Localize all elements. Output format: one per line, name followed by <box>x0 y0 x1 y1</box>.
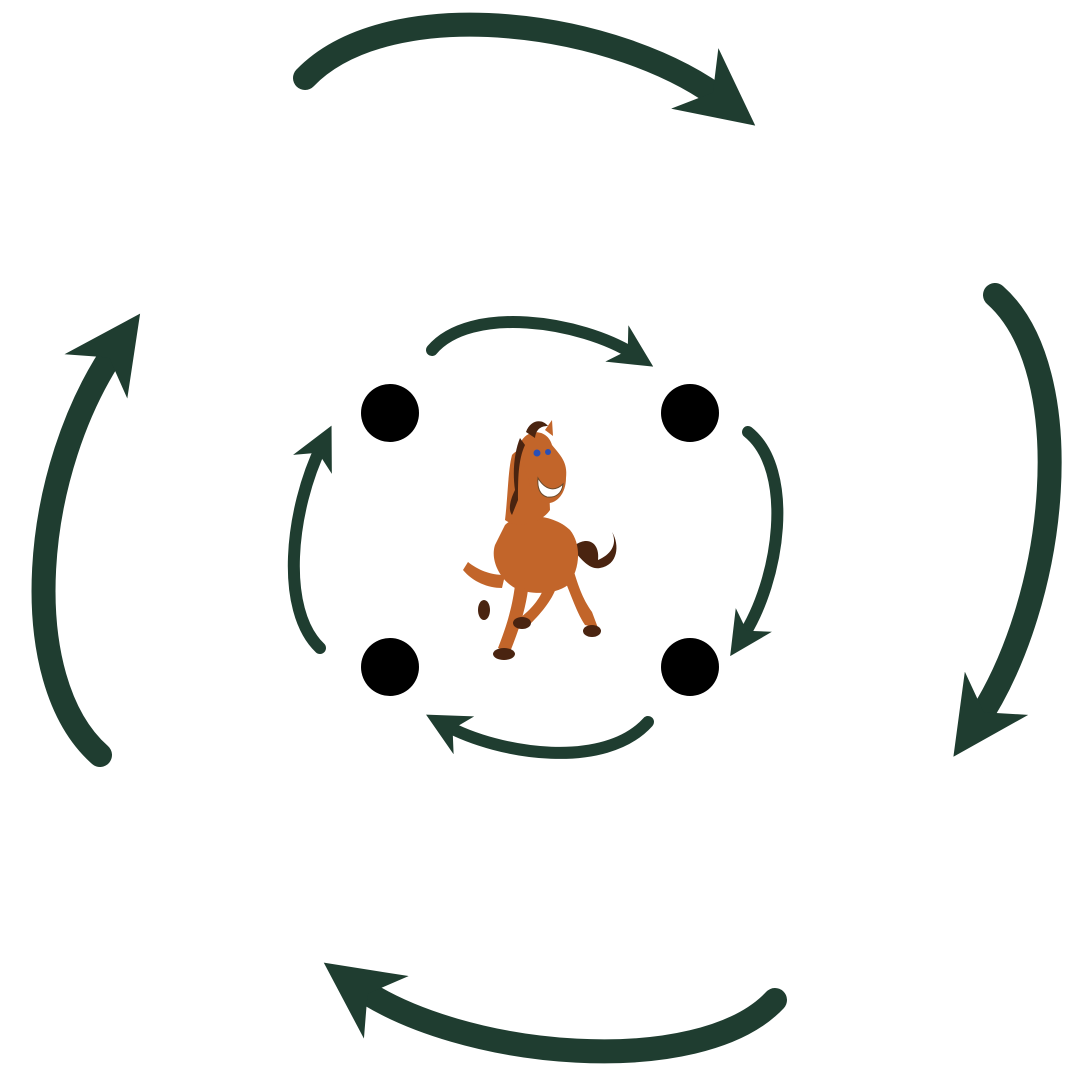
horse-body <box>493 515 579 593</box>
horse-hoof <box>493 648 515 660</box>
horse-icon <box>463 420 617 660</box>
outer-arrow-left <box>31 313 141 767</box>
horse-tail <box>575 532 617 569</box>
outer-arrow-right <box>953 283 1062 757</box>
node-top-left <box>361 384 419 442</box>
node-bottom-left <box>361 638 419 696</box>
horse-hoof-2 <box>583 625 601 637</box>
nodes <box>361 384 719 696</box>
node-top-right <box>661 384 719 442</box>
outer-arrow-top <box>293 12 756 126</box>
outer-arrow-bottom <box>323 962 787 1064</box>
horse-hoof-3 <box>513 617 531 629</box>
horse-back-leg-2 <box>520 585 556 626</box>
inner-cycle <box>287 316 784 759</box>
inner-arrow-left <box>287 425 332 654</box>
node-bottom-right <box>661 638 719 696</box>
outer-cycle <box>31 12 1062 1064</box>
horse-teeth <box>537 476 564 498</box>
horse-ear <box>545 420 553 436</box>
horse-mane <box>509 438 525 515</box>
horse-eye <box>533 449 541 457</box>
horse-eye-2 <box>545 449 551 455</box>
horse-head <box>521 432 567 504</box>
inner-arrow-right <box>730 426 784 657</box>
inner-arrow-bottom <box>426 714 654 759</box>
horse-front-leg-2 <box>498 585 528 652</box>
horse-front-leg <box>463 562 505 588</box>
horse-hoof-4 <box>478 600 490 620</box>
horse-forelock <box>526 421 548 438</box>
inner-arrow-top <box>426 316 654 367</box>
